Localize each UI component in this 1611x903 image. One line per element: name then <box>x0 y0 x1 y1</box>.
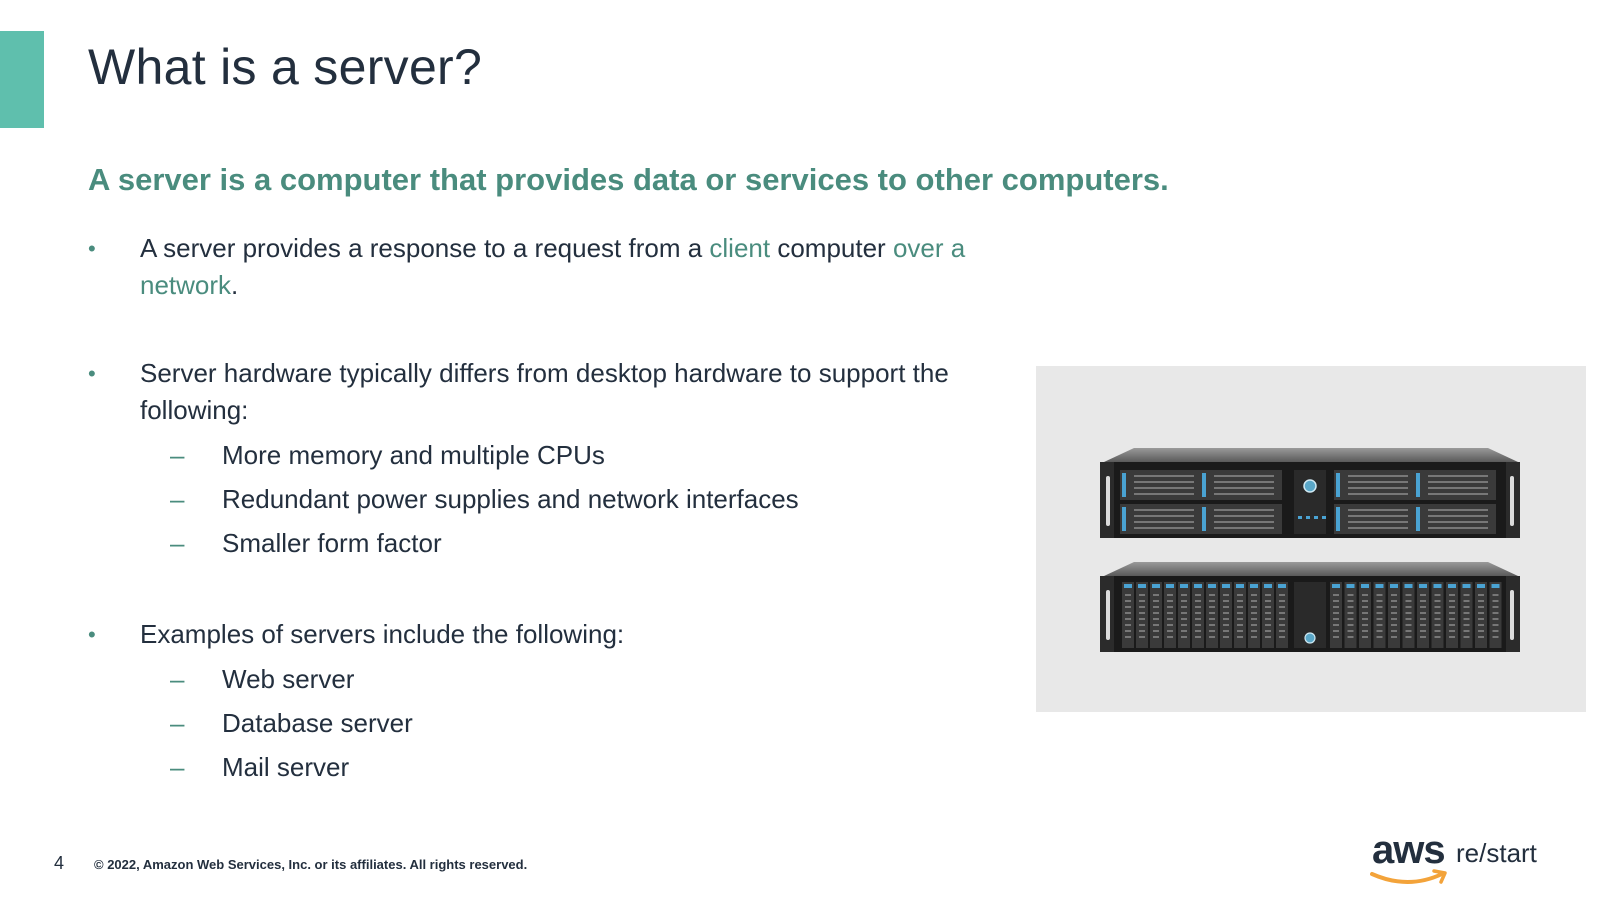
bullet-text-segment: A server provides a response to a reques… <box>140 233 710 263</box>
drive-bay <box>1330 582 1342 648</box>
drive-bay <box>1402 582 1415 648</box>
bullet-list: • A server provides a response to a reque… <box>88 230 988 789</box>
drive-bay <box>1200 504 1282 534</box>
bullet-item: • Server hardware typically differs from … <box>88 355 988 565</box>
bullet-item: • Examples of servers include the followi… <box>88 616 988 789</box>
rack-servers-illustration <box>1100 448 1520 652</box>
drive-bay <box>1431 582 1444 648</box>
slide-title: What is a server? <box>88 39 483 95</box>
drive-bay <box>1276 582 1288 648</box>
server-unit-top <box>1100 448 1520 538</box>
drive-bay <box>1414 504 1496 534</box>
bullet-text: A server provides a response to a reques… <box>140 230 988 304</box>
bullet-text-segment: Server hardware typically differs from d… <box>140 358 949 425</box>
bullet-icon: • <box>88 622 96 647</box>
drive-bay <box>1220 582 1232 648</box>
sub-bullet-item: – Mail server <box>140 745 988 789</box>
sub-bullet-item: – Redundant power supplies and network in… <box>140 477 988 521</box>
drive-bay <box>1446 582 1458 648</box>
drive-bay <box>1388 582 1400 648</box>
drive-bay <box>1417 582 1429 648</box>
bullet-text: Server hardware typically differs from d… <box>140 355 988 429</box>
drive-bay <box>1373 582 1386 648</box>
sub-bullet-text: Mail server <box>222 752 350 782</box>
bullet-text: Examples of servers include the followin… <box>140 616 988 653</box>
sub-bullet-list: – Web server – Database server – Mail server <box>140 657 988 789</box>
sub-bullet-item: – Web server <box>140 657 988 701</box>
page-number: 4 <box>54 853 65 873</box>
logo-restart-text: re/start <box>1456 838 1537 868</box>
drive-bay <box>1359 582 1371 648</box>
aws-smile-icon <box>1370 869 1447 884</box>
sub-bullet-text: Smaller form factor <box>222 528 442 558</box>
server-image <box>1036 366 1586 712</box>
aws-restart-logo: aws re/start <box>1368 828 1548 888</box>
bullet-text-segment: computer <box>770 233 893 263</box>
sub-bullet-item: – Smaller form factor <box>140 521 988 565</box>
drive-bay <box>1120 504 1202 534</box>
sub-bullet-list: – More memory and multiple CPUs – Redundant… <box>140 433 988 565</box>
drive-bay <box>1192 582 1204 648</box>
sub-bullet-text: Database server <box>222 708 413 738</box>
dash-icon: – <box>170 484 185 514</box>
drive-bay <box>1206 582 1218 648</box>
slide-subtitle: A server is a computer that provides dat… <box>88 162 1169 197</box>
dash-icon: – <box>170 752 185 782</box>
drive-bay <box>1489 582 1502 648</box>
drive-bay <box>1334 470 1416 500</box>
bullet-text-segment: . <box>231 270 239 300</box>
dash-icon: – <box>170 664 185 694</box>
sub-bullet-text: More memory and multiple CPUs <box>222 440 605 470</box>
drive-bay <box>1262 582 1274 648</box>
drive-bay <box>1414 470 1496 500</box>
drive-bay <box>1475 582 1487 648</box>
bullet-text-segment: Examples of servers include the followin… <box>140 619 625 649</box>
dash-icon: – <box>170 708 185 738</box>
bullet-item: • A server provides a response to a reque… <box>88 230 988 304</box>
drive-bay <box>1178 582 1190 648</box>
bullet-icon: • <box>88 361 96 386</box>
sub-bullet-text: Redundant power supplies and network int… <box>222 484 799 514</box>
drive-bay <box>1344 582 1357 648</box>
highlighted-term: over a network <box>140 233 966 300</box>
drive-bay <box>1164 582 1176 648</box>
dash-icon: – <box>170 440 185 470</box>
bullet-icon: • <box>88 236 96 261</box>
drive-bay <box>1234 582 1246 648</box>
drive-bay <box>1122 582 1134 648</box>
drive-bay <box>1334 504 1416 534</box>
drive-bay <box>1120 470 1202 500</box>
copyright-notice: © 2022, Amazon Web Services, Inc. or its… <box>94 857 528 872</box>
server-unit-bottom <box>1100 562 1520 652</box>
drive-bay <box>1248 582 1260 648</box>
highlighted-term: client <box>709 233 771 263</box>
sub-bullet-text: Web server <box>222 664 355 694</box>
drive-bay <box>1150 582 1162 648</box>
sub-bullet-item: – More memory and multiple CPUs <box>140 433 988 477</box>
logo-aws-text: aws <box>1372 828 1446 872</box>
dash-icon: – <box>170 528 185 558</box>
sub-bullet-item: – Database server <box>140 701 988 745</box>
drive-bay <box>1200 470 1282 500</box>
drive-bay <box>1136 582 1148 648</box>
drive-bay <box>1460 582 1473 648</box>
accent-bar <box>0 31 44 128</box>
